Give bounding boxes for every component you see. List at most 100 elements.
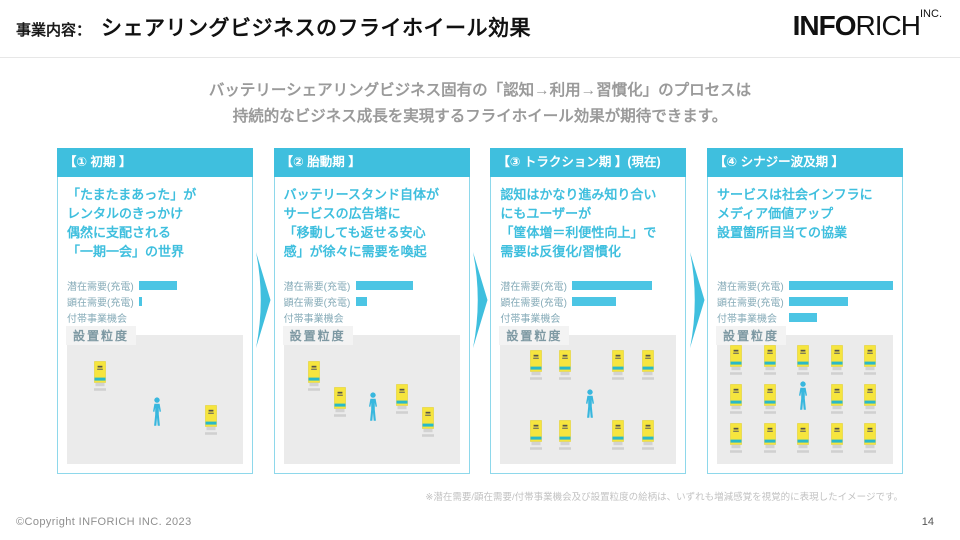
- battery-stand-icon: [863, 345, 877, 381]
- grid-label: 設置粒度: [499, 326, 570, 345]
- battery-stand-icon: [307, 360, 321, 397]
- phase-description: 認知はかなり進み知り合い にもユーザーが 「筐体増＝利便性向上」で 需要は反復化…: [500, 187, 657, 259]
- battery-stand-icon: [204, 404, 218, 441]
- bar-fill: [355, 296, 367, 306]
- person-icon: [583, 389, 597, 424]
- battery-stand-icon: [641, 350, 655, 386]
- bar-label: 顕在需要(充電): [283, 297, 351, 309]
- subtitle-line2: 持続的なビジネス成長を実現するフライホイール効果が期待できます。: [232, 107, 728, 125]
- phase-description: サービスは社会インフラに メディア価値アップ 設置箇所目当ての協業: [717, 187, 873, 240]
- bar-row: 潜在需要(充電): [717, 277, 894, 293]
- subtitle: バッテリーシェアリングビジネス固有の「認知→利用→習慣化」のプロセスは 持続的な…: [0, 78, 960, 129]
- bar-label: 顕在需要(充電): [717, 297, 784, 309]
- bar-row: 潜在需要(充電): [284, 277, 460, 293]
- installation-granularity-area: 設置粒度: [499, 326, 677, 464]
- footnote: ※潜在需要/顕在需要/付帯事業機会及び設置粒度の絵柄は、いずれも増減感覚を視覚的…: [425, 492, 903, 503]
- page-number: 14: [921, 516, 934, 528]
- phase-title: 【① 初期 】: [57, 148, 253, 177]
- battery-stand-icon: [529, 350, 543, 386]
- installation-granularity-area: 設置粒度: [66, 326, 243, 464]
- installation-granularity-area: 設置粒度: [716, 326, 894, 464]
- phase-panel-2: 【② 胎動期 】バッテリースタンド自体が サービスの広告塔に 「移動しても返せる…: [273, 148, 470, 474]
- phases-row: 【① 初期 】「たまたまあった」が レンタルのきっかけ 偶然に支配される 「一期…: [57, 148, 904, 474]
- bar-row: 顕在需要(充電): [67, 293, 243, 309]
- bar-fill: [572, 296, 617, 306]
- battery-stand-icon: [395, 384, 409, 420]
- title-main: シェアリングビジネスのフライホイール効果: [101, 17, 532, 40]
- person-icon: [150, 397, 164, 432]
- header-divider: [0, 57, 960, 58]
- bar-fill: [789, 280, 894, 290]
- bar-label: 付帯事業機会: [283, 313, 344, 325]
- battery-stand-icon: [558, 350, 572, 386]
- phase-description: バッテリースタンド自体が サービスの広告塔に 「移動しても返せる安心 感」が徐々…: [283, 187, 440, 259]
- bar-row: 付帯事業機会: [284, 309, 460, 325]
- logo-light-part: RICH: [855, 10, 921, 41]
- bar-row: 付帯事業機会: [500, 309, 676, 325]
- battery-stand-icon: [763, 422, 777, 459]
- battery-stand-icon: [729, 345, 743, 381]
- bar-label: 付帯事業機会: [500, 313, 561, 325]
- bar-row: 潜在需要(充電): [67, 277, 243, 293]
- battery-stand-icon: [763, 345, 777, 381]
- bar-fill: [355, 280, 413, 290]
- bar-label: 潜在需要(充電): [283, 281, 351, 293]
- battery-stand-icon: [641, 420, 655, 456]
- battery-stand-icon: [763, 384, 777, 420]
- bar-label: 潜在需要(充電): [67, 281, 134, 293]
- page-title: 事業内容： シェアリングビジネスのフライホイール効果: [16, 12, 531, 42]
- phase-body: 認知はかなり進み知り合い にもユーザーが 「筐体増＝利便性向上」で 需要は反復化…: [490, 177, 687, 474]
- battery-stand-icon: [558, 420, 572, 456]
- bar-fill: [139, 296, 142, 306]
- bar-label: 付帯事業機会: [67, 313, 127, 325]
- phase-panel-4: 【④ シナジー波及期 】サービスは社会インフラに メディア価値アップ 設置箇所目…: [707, 148, 904, 474]
- phase-body: 「たまたまあった」が レンタルのきっかけ 偶然に支配される 「一期一会」の世界潜…: [57, 177, 253, 474]
- battery-stand-icon: [729, 422, 743, 459]
- flow-arrow-icon: [253, 148, 274, 474]
- bar-label: 顕在需要(充電): [500, 297, 568, 309]
- battery-stand-icon: [863, 384, 877, 420]
- battery-stand-icon: [729, 384, 743, 420]
- battery-stand-icon: [830, 384, 844, 420]
- subtitle-line1: バッテリーシェアリングビジネス固有の「認知→利用→習慣化」のプロセスは: [208, 82, 752, 99]
- battery-stand-icon: [611, 420, 625, 456]
- demand-bars: 潜在需要(充電)顕在需要(充電) 付帯事業機会: [58, 277, 252, 325]
- battery-stand-icon: [421, 407, 435, 443]
- grid-label: 設置粒度: [66, 326, 137, 345]
- copyright: ©Copyright INFORICH INC. 2023: [16, 516, 192, 528]
- battery-stand-icon: [830, 345, 844, 381]
- flow-arrow-icon: [470, 148, 491, 474]
- grid-label: 設置粒度: [282, 326, 353, 345]
- bar-row: 潜在需要(充電): [500, 277, 676, 293]
- demand-bars: 潜在需要(充電) 顕在需要(充電) 付帯事業機会: [708, 277, 902, 325]
- person-icon: [366, 392, 380, 427]
- battery-stand-icon: [93, 360, 107, 397]
- bar-label: 付帯事業機会: [717, 313, 778, 325]
- phase-description: 「たまたまあった」が レンタルのきっかけ 偶然に支配される 「一期一会」の世界: [67, 187, 197, 259]
- bar-fill: [572, 280, 653, 290]
- demand-bars: 潜在需要(充電) 顕在需要(充電) 付帯事業機会: [275, 277, 469, 325]
- bar-fill: [789, 312, 818, 322]
- bar-row: 付帯事業機会: [67, 309, 243, 325]
- bar-row: 顕在需要(充電): [717, 293, 893, 309]
- logo-inc-suffix: INC.: [920, 8, 942, 20]
- bar-label: 潜在需要(充電): [717, 281, 784, 293]
- phase-title: 【④ シナジー波及期 】: [707, 148, 904, 177]
- bar-row: 付帯事業機会: [717, 309, 893, 325]
- phase-body: サービスは社会インフラに メディア価値アップ 設置箇所目当ての協業潜在需要(充電…: [707, 177, 904, 474]
- title-prefix: 事業内容：: [16, 22, 92, 39]
- phase-panel-3: 【③ トラクション期 】(現在) 認知はかなり進み知り合い にもユーザーが 「筐体…: [490, 148, 687, 474]
- battery-stand-icon: [529, 420, 543, 456]
- bar-fill: [789, 296, 849, 306]
- battery-stand-icon: [333, 386, 347, 423]
- bar-label: 潜在需要(充電): [500, 281, 568, 293]
- installation-granularity-area: 設置粒度: [282, 326, 460, 464]
- battery-stand-icon: [863, 422, 877, 459]
- phase-title: 【③ トラクション期 】(現在): [490, 148, 687, 177]
- grid-label: 設置粒度: [716, 326, 787, 345]
- bar-row: 顕在需要(充電): [500, 293, 676, 309]
- flow-arrow-icon: [686, 148, 707, 474]
- battery-stand-icon: [611, 350, 625, 386]
- bar-fill: [139, 280, 177, 290]
